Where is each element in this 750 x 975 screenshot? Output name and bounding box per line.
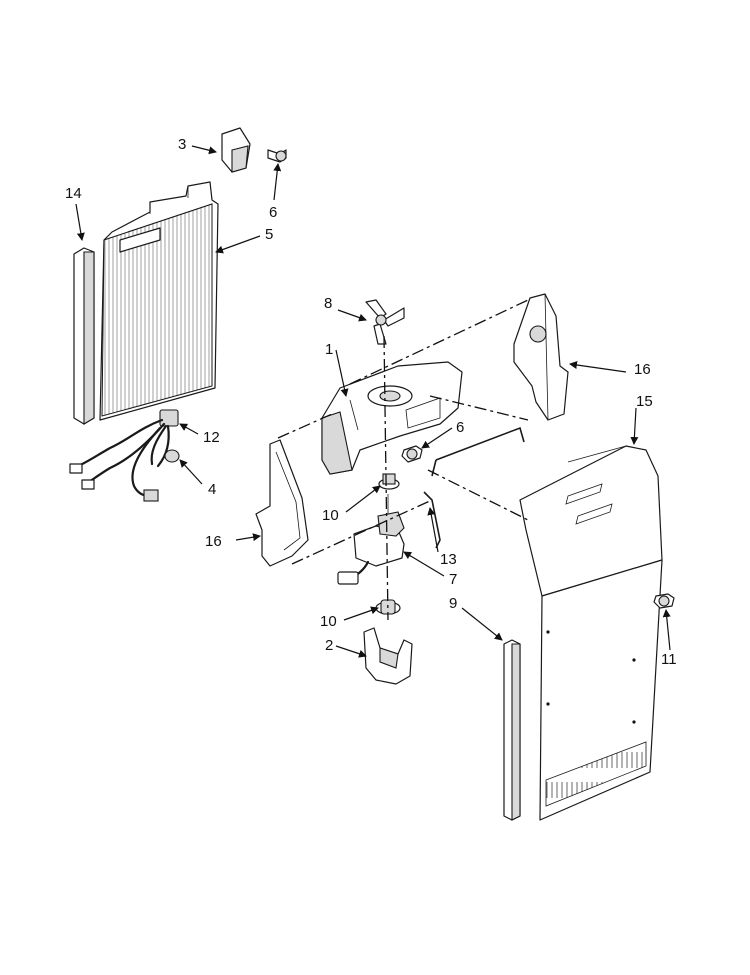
shroud-plate-16-right xyxy=(513,293,569,421)
callout-10-top: 10 xyxy=(322,507,339,524)
callout-6-top: 6 xyxy=(269,204,278,221)
shroud-plate-16-left xyxy=(255,439,309,567)
callout-12: 12 xyxy=(203,429,220,446)
callout-5: 5 xyxy=(265,226,274,243)
callout-2: 2 xyxy=(325,637,334,654)
seal-strip-9 xyxy=(503,639,521,821)
fan-motor-7 xyxy=(337,494,405,585)
callout-14: 14 xyxy=(65,185,82,202)
screw-11 xyxy=(653,593,675,609)
wire-bracket-13 xyxy=(423,426,525,549)
callout-15: 15 xyxy=(636,393,653,410)
fan-blade-8 xyxy=(365,299,405,345)
cap-3 xyxy=(221,127,251,173)
callout-16-right: 16 xyxy=(634,361,651,378)
callout-9: 9 xyxy=(449,595,458,612)
callout-4: 4 xyxy=(208,481,217,498)
callout-7: 7 xyxy=(449,571,458,588)
callout-11: 11 xyxy=(661,651,677,668)
wire-harness-12 xyxy=(69,409,180,502)
callout-1: 1 xyxy=(325,341,334,358)
callout-6-middle: 6 xyxy=(456,419,465,436)
screw-6-top xyxy=(267,149,287,163)
leader-lines xyxy=(75,145,671,658)
evaporator-cover-5 xyxy=(99,181,219,421)
callout-3: 3 xyxy=(178,136,187,153)
callout-13: 13 xyxy=(440,551,457,568)
seal-strip-14 xyxy=(73,247,95,425)
screw-6-middle xyxy=(401,445,423,463)
callout-10-bottom: 10 xyxy=(320,613,337,630)
callout-16-left: 16 xyxy=(205,533,222,550)
fan-housing-1 xyxy=(321,361,463,475)
air-duct-panel-15 xyxy=(519,445,663,821)
callout-8: 8 xyxy=(324,295,333,312)
grommet-4 xyxy=(164,449,180,463)
motor-bracket-2 xyxy=(363,627,413,685)
assembly-lines xyxy=(277,299,529,621)
grommet-10-top xyxy=(378,473,400,490)
